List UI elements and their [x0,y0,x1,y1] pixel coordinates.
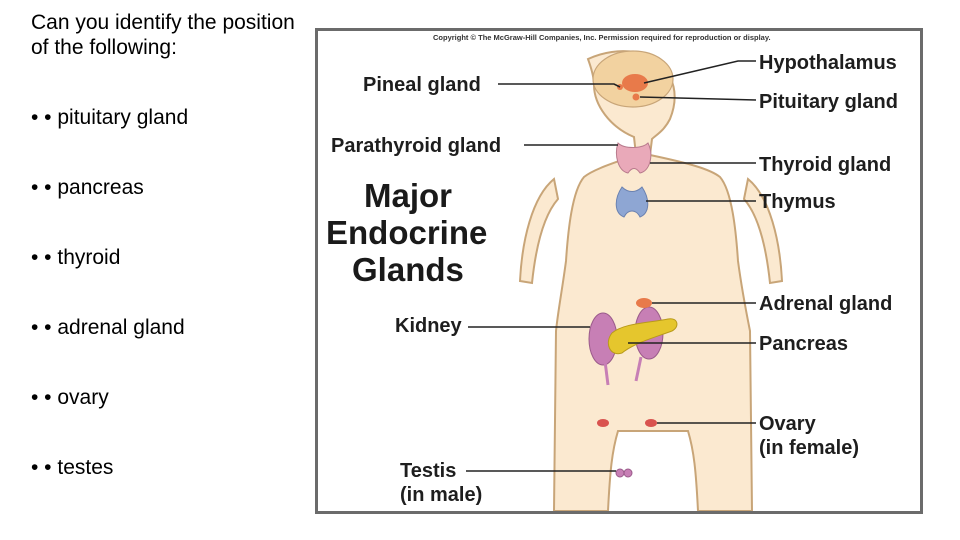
diagram-title-line-3: Glands [352,251,464,288]
leader-hypothalamus [643,60,756,84]
left-arm [518,177,560,285]
right-ureter [634,356,643,382]
diagram-svg: Copyright © The McGraw-Hill Companies, I… [326,33,898,511]
label-pineal: Pineal gland [363,74,481,96]
adrenal-organ [636,298,652,308]
label-pituitary: Pituitary gland [759,91,898,113]
right-arm [742,177,784,285]
label-thymus: Thymus [759,191,836,213]
leader-pituitary [639,96,757,101]
leader-pineal [498,83,621,88]
label-testis-2: (in male) [400,484,482,506]
testis-organ-right [623,468,633,478]
diagram-title-line-1: Major [364,177,452,214]
testis-organ-left [615,468,625,478]
bullet-thyroid: • • thyroid [31,246,121,269]
bullet-pancreas: • • pancreas [31,176,144,199]
label-ovary-1: Ovary [759,413,817,435]
endocrine-diagram: Copyright © The McGraw-Hill Companies, I… [315,28,923,514]
label-parathyroid: Parathyroid gland [331,135,501,157]
thymus-organ [615,186,649,218]
pancreas-organ [607,318,678,355]
ovary-organ-left [597,419,609,427]
label-testis-1: Testis [400,460,456,482]
label-hypothalamus: Hypothalamus [759,52,897,74]
bullet-list: • • pituitary gland • • pancreas • • thy… [31,104,188,524]
copyright-text: Copyright © The McGraw-Hill Companies, I… [433,33,771,42]
label-pancreas: Pancreas [759,333,848,355]
label-adrenal: Adrenal gland [759,293,892,315]
label-ovary-2: (in female) [759,437,859,459]
question-text: Can you identify the position of the fol… [31,11,295,59]
body-silhouette [552,50,754,511]
label-thyroid: Thyroid gland [759,154,891,176]
thyroid-organ [615,142,652,174]
left-ureter [603,360,610,386]
bullet-adrenal: • • adrenal gland [31,316,185,339]
diagram-title-line-2: Endocrine [326,214,487,251]
bullet-ovary: • • ovary [31,386,109,409]
pituitary-organ [632,93,640,101]
ovary-organ-right [645,419,657,427]
label-kidney: Kidney [395,315,463,337]
hypothalamus-organ [622,74,648,92]
bullet-testes: • • testes [31,456,114,479]
bullet-pituitary: • • pituitary gland [31,106,189,129]
